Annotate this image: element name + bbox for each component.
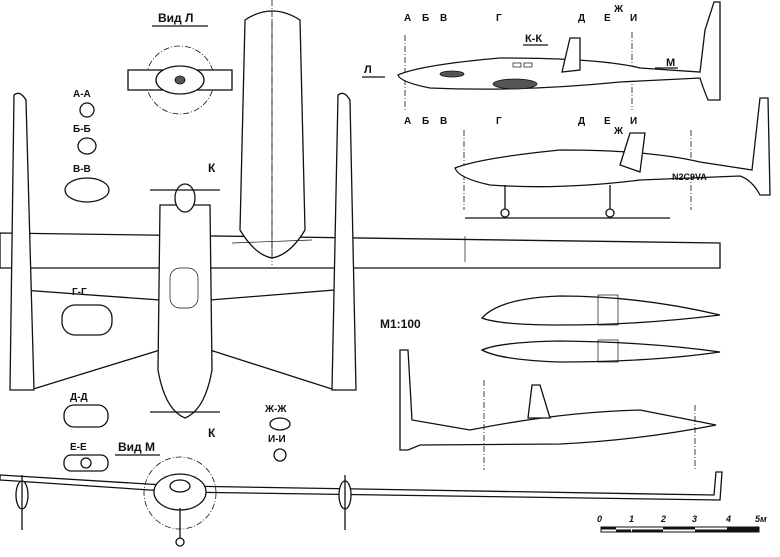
station-e-top: Е (604, 13, 611, 24)
scale-tick-2: 2 (660, 514, 666, 524)
station-zh-bottom: Ж (613, 126, 624, 137)
scale-tick-4: 4 (725, 514, 731, 524)
aft-wing-right (209, 289, 336, 391)
front-spinner (174, 183, 196, 213)
station-e-bottom: Е (604, 116, 611, 127)
lower-views: М1:100 (380, 294, 721, 470)
sections: А-А Б-Б В-В Г-Г Д-Д Е-Е Ж-Ж И-И (61, 89, 291, 472)
section-ee-label: Е-Е (70, 442, 87, 453)
view-l-label: Вид Л (158, 11, 193, 25)
main-wing (0, 232, 721, 269)
section-aa-label: А-А (73, 89, 91, 100)
plan-view: К К (0, 92, 721, 440)
front-view-m: Вид М (0, 440, 723, 547)
scale-tick-5: 5м (755, 514, 767, 524)
boom-fin (527, 384, 551, 419)
section-vv-label: В-В (73, 164, 91, 175)
section-zhzh-label: Ж-Ж (264, 404, 287, 415)
view-l: Вид Л (127, 11, 233, 115)
side-view: N2C9VA (454, 97, 771, 219)
station-g-bottom: Г (496, 116, 502, 127)
fin (619, 132, 646, 173)
registration-text: N2C9VA (672, 172, 707, 182)
station-i-top: И (630, 13, 637, 24)
boom-top-view (480, 295, 721, 326)
side-fuselage-kk (397, 1, 721, 101)
section-kk-label: К-К (525, 33, 542, 45)
fuselage-plan (231, 0, 313, 265)
scale-tick-1: 1 (629, 514, 634, 524)
boom-profile (399, 349, 717, 451)
section-bb-label: Б-Б (73, 124, 91, 135)
scale-tick-0: 0 (597, 514, 602, 524)
station-zh-top: Ж (613, 4, 624, 15)
station-a-bottom: А (404, 116, 411, 127)
cut-label-k-bottom: К (208, 426, 216, 440)
section-ii-label: И-И (268, 434, 286, 445)
fin-kk (561, 37, 581, 73)
section-gg-label: Г-Г (72, 287, 87, 298)
scale-tick-3: 3 (692, 514, 697, 524)
station-v-top: В (440, 13, 447, 24)
station-a-top: А (404, 13, 411, 24)
boom-side-view (480, 340, 721, 363)
front-wing (0, 471, 723, 501)
left-boom (9, 92, 35, 391)
cut-label-k-top: К (208, 161, 216, 175)
view-m-label: Вид М (118, 440, 155, 454)
station-d-top: Д (578, 13, 585, 24)
station-b-bottom: Б (422, 116, 429, 127)
section-kk-view: А Б В Г Д Е Ж И К-К Л М А Б В Г Д Е Ж И (362, 1, 721, 137)
scale-bar: 0 1 2 3 4 5м (597, 514, 767, 533)
cockpit (169, 267, 199, 309)
scale-label: М1:100 (380, 317, 421, 331)
station-b-top: Б (422, 13, 429, 24)
side-fuselage (454, 97, 771, 196)
station-d-bottom: Д (578, 116, 585, 127)
section-dd-label: Д-Д (70, 392, 88, 403)
station-g-top: Г (496, 13, 502, 24)
station-v-bottom: В (440, 116, 447, 127)
arrow-l-label: Л (364, 64, 372, 76)
station-i-bottom: И (630, 116, 637, 127)
arrow-m-label: М (666, 57, 675, 69)
fuselage-top (157, 204, 213, 419)
fuselage-outline (239, 10, 306, 259)
right-boom (331, 92, 357, 391)
